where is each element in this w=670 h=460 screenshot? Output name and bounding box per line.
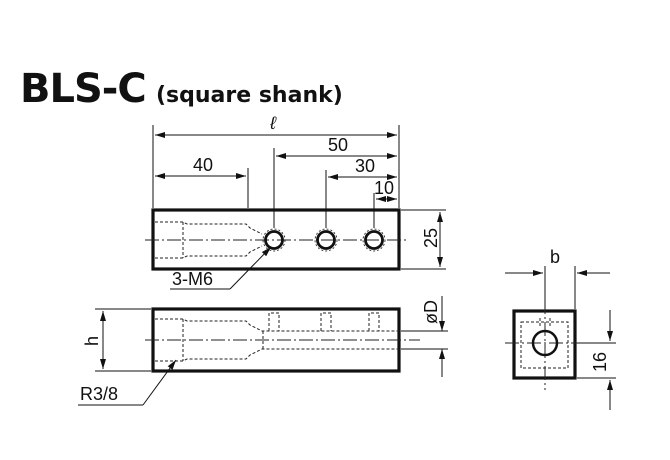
end-view: b 16 bbox=[505, 247, 616, 410]
side-view: h øD R3/8 bbox=[78, 296, 448, 406]
page-subtitle: (square shank) bbox=[156, 83, 343, 108]
top-view: ℓ 50 40 30 10 25 3-M6 bbox=[145, 113, 446, 290]
port-leader bbox=[142, 359, 177, 406]
threaded-hole bbox=[262, 228, 286, 252]
page-title: BLS-C bbox=[20, 66, 146, 112]
dim-label-25: 25 bbox=[421, 228, 441, 248]
threaded-hole bbox=[314, 228, 338, 252]
dim-label-40: 40 bbox=[193, 155, 213, 175]
dim-label-16: 16 bbox=[590, 352, 610, 372]
dim-label-50: 50 bbox=[328, 135, 348, 155]
dim-label-b: b bbox=[550, 247, 560, 267]
port-callout: R3/8 bbox=[80, 384, 118, 404]
dim-label-10: 10 bbox=[374, 178, 394, 198]
dim-label-h: h bbox=[82, 336, 102, 346]
dim-label-phiD: øD bbox=[421, 300, 441, 324]
thread-callout: 3-M6 bbox=[172, 269, 213, 289]
dim-label-length: ℓ bbox=[269, 113, 277, 133]
threaded-hole bbox=[362, 228, 386, 252]
side-view-hidden-bore bbox=[155, 312, 399, 362]
thread-leader bbox=[229, 246, 272, 290]
top-view-hidden-bore bbox=[155, 221, 263, 259]
end-view-bore bbox=[531, 329, 559, 357]
dim-label-30: 30 bbox=[355, 156, 375, 176]
